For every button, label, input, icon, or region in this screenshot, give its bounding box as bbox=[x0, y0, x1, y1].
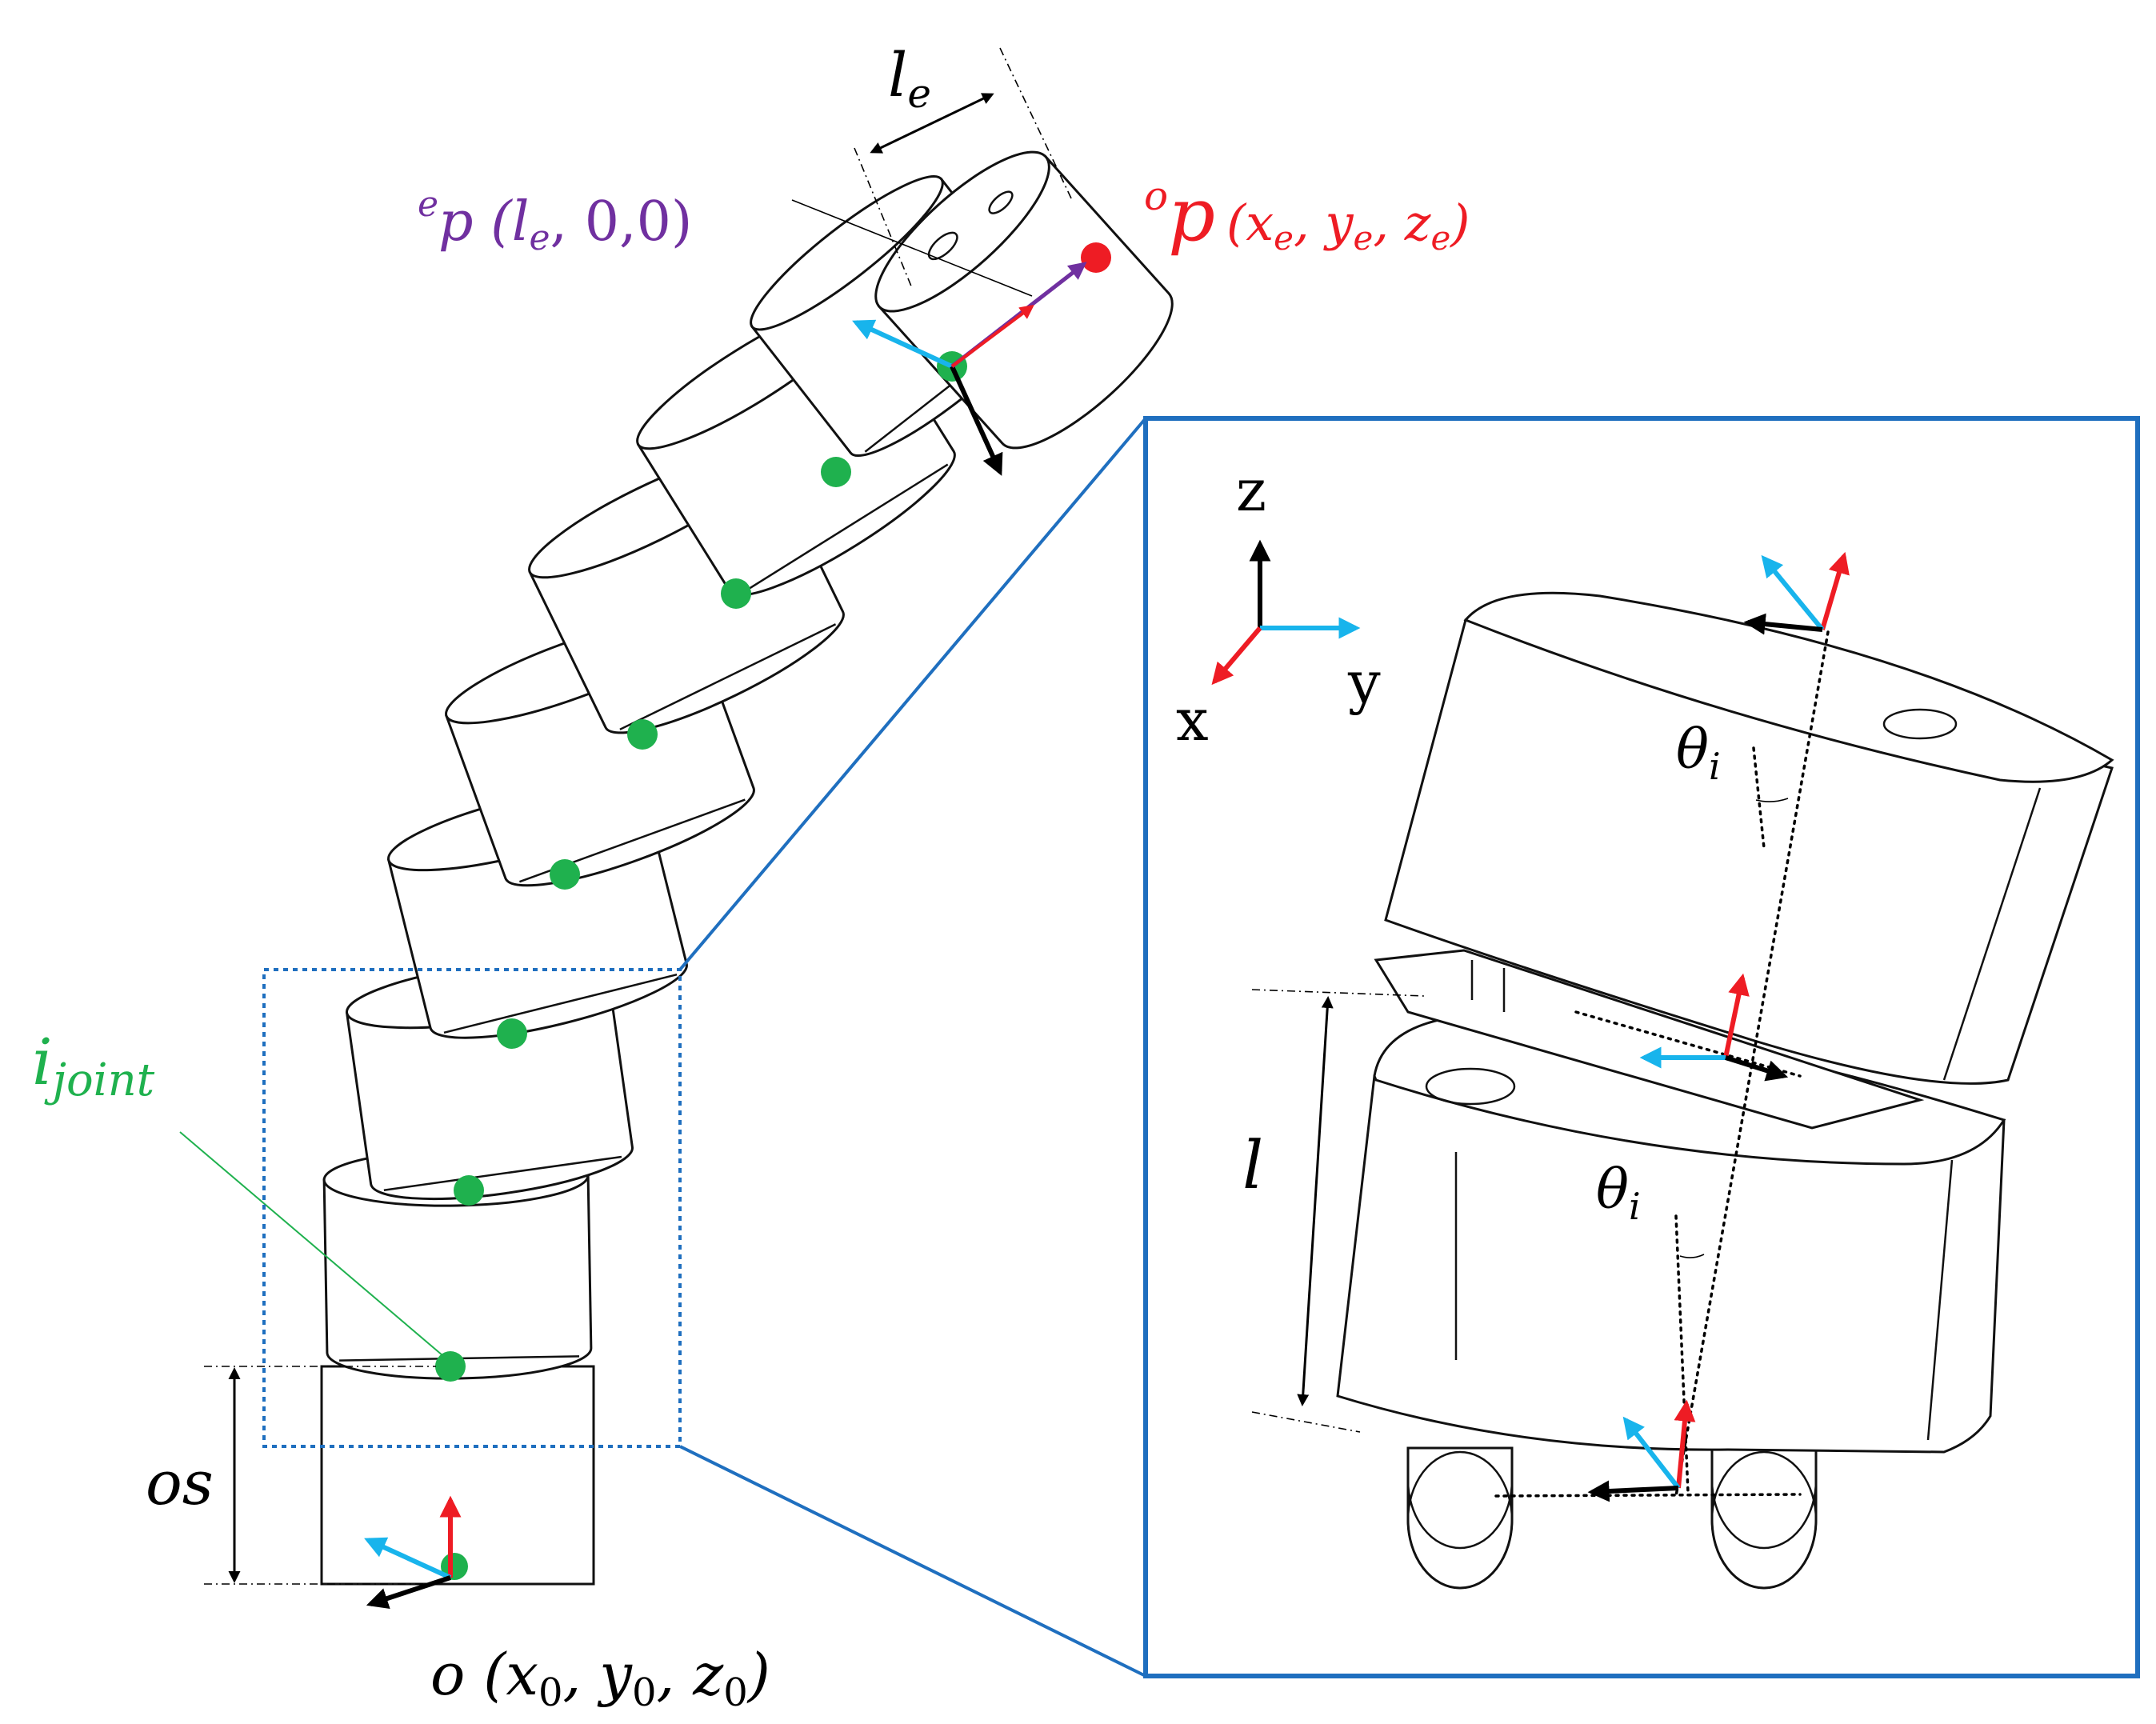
joint-marker bbox=[454, 1175, 484, 1206]
joint-marker bbox=[497, 1018, 527, 1049]
end-point-local-label: ep (le, 0,0) bbox=[418, 184, 692, 258]
end-point-base-label: op(xe, ye, ze) bbox=[1144, 172, 1470, 258]
joint-detail-inset bbox=[1143, 416, 2140, 1678]
joint-label: ijoint bbox=[32, 1025, 155, 1106]
legend-coordinate-frame bbox=[1211, 539, 1361, 686]
middle-frame-axes bbox=[1639, 973, 1789, 1082]
theta-top-label: θi bbox=[1676, 718, 1721, 788]
local-point-leader bbox=[791, 199, 1033, 297]
joint-marker bbox=[821, 457, 851, 487]
joint-marker bbox=[550, 859, 580, 890]
end-point-marker bbox=[1081, 242, 1111, 273]
joint-label-leader bbox=[179, 1131, 449, 1361]
end-length-label: le bbox=[888, 39, 931, 117]
joint-marker bbox=[721, 578, 751, 609]
legend-axis-x: x bbox=[1176, 686, 1209, 754]
joint-coupling bbox=[1374, 949, 1925, 1130]
zoom-region-box bbox=[262, 968, 682, 1448]
zoom-connector-bottom bbox=[679, 1445, 1146, 1678]
snake-robot bbox=[179, 47, 1174, 1678]
base-segment bbox=[320, 1365, 595, 1586]
wheels bbox=[1406, 1446, 1818, 1590]
legend-axis-z: z bbox=[1236, 457, 1266, 524]
zoom-connector-top bbox=[678, 417, 1147, 971]
joint-marker bbox=[627, 719, 658, 750]
offset-label: os bbox=[146, 1447, 214, 1518]
joint-marker bbox=[435, 1351, 466, 1382]
legend-axis-y: y bbox=[1347, 649, 1381, 716]
joint-marker bbox=[441, 1553, 468, 1580]
end-length-dimension bbox=[854, 47, 1073, 289]
upper-joint-segment bbox=[1384, 591, 2114, 1085]
segment-length-label: l bbox=[1242, 1128, 1263, 1204]
end-frame-axes bbox=[852, 262, 1087, 476]
lower-frame-axes bbox=[1587, 1399, 1696, 1502]
joint-markers bbox=[435, 351, 967, 1580]
upper-frame-axes bbox=[1743, 551, 1850, 635]
offset-dimension bbox=[204, 1366, 436, 1585]
base-frame-axes bbox=[364, 1495, 462, 1610]
segment-length-dimension bbox=[1297, 996, 1334, 1406]
origin-label: o (x0, y0, z0) bbox=[430, 1641, 770, 1715]
theta-bottom-label: θi bbox=[1596, 1158, 1641, 1228]
